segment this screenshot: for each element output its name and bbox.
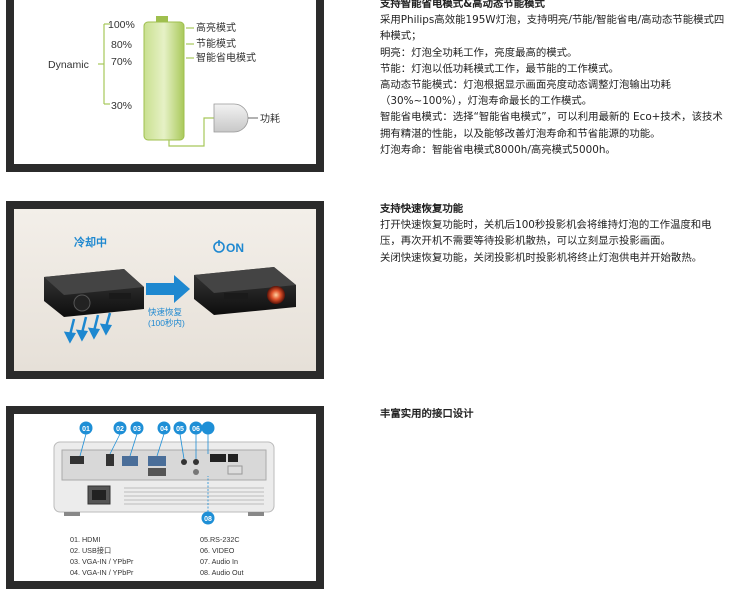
section3-text: 丰富实用的接口设计 [380,406,725,422]
mode-eco-label: 节能模式 [196,37,236,50]
mode-smart-label: 智能省电模式 [196,51,256,64]
quick-resume-figure: 冷却中 ON 快速恢复 (100秒内) [44,235,296,344]
port-item: 06. VIDEO [200,546,235,555]
badge-04: 04 [160,426,168,433]
badge-05-icon [173,421,187,435]
power-label: 功耗 [260,113,280,125]
panel-quick-resume: 冷却中 ON 快速恢复 (100秒内) [6,201,324,379]
badge-08: 08 [204,516,212,523]
lamp-icon [213,103,249,133]
panel-power-modes: 100% 80% 70% 30% Dynamic 高亮模式 节能模式 智能省电模… [6,0,324,172]
section2-line: 关闭快速恢复功能，关闭投影机时投影机将终止灯泡供电并开始散热。 [380,251,703,264]
badge-04-icon [157,421,171,435]
port-badges: 01 02 03 04 05 06 08 [79,421,215,525]
badge-leaders [79,433,209,512]
on-label: ON [226,241,244,255]
panel-interfaces: 01 02 03 04 05 06 08 [6,406,324,589]
interfaces-figure: 01 02 03 04 05 06 08 [53,421,275,577]
mode-bright-label: 高亮模式 [196,21,236,34]
badge-08-icon [201,511,215,525]
badge-02-icon [113,421,127,435]
battery-cap [156,16,168,22]
port-item: 04. VGA-IN / YPbPr [70,568,134,577]
badge-06-icon [189,421,203,435]
port-item: 07. Audio In [200,557,238,566]
badge-01: 01 [82,426,90,433]
resume-label-2: (100秒内) [148,318,185,328]
battery-icon [143,21,185,141]
badge-03: 03 [133,426,141,433]
port-item: 08. Audio Out [200,568,244,577]
cooling-label: 冷却中 [74,235,107,249]
level-bracket [98,23,214,147]
section1-line: 采用Philips高效能195W灯泡，支持明亮/节能/智能省电/高动态节能模式四… [380,14,725,43]
section1-line: 节能：灯泡以低功耗模式工作，最节能的工作模式。 [380,62,619,75]
badge-02: 02 [116,426,124,433]
level-30: 30% [111,100,132,112]
section3-title: 丰富实用的接口设计 [380,408,474,420]
section1-line: 高动态节能模式：灯泡根据显示画面亮度动态调整灯泡输出功耗（30%~100%），灯… [380,79,671,108]
port-item: 05.RS-232C [200,535,240,544]
badge-07-icon [201,421,215,435]
level-80: 80% [111,39,132,51]
port-item: 02. USB接口 [70,546,111,555]
panel-quick-resume-inner: 冷却中 ON 快速恢复 (100秒内) [14,209,316,371]
dynamic-label: Dynamic [48,59,89,71]
badge-03-icon [130,421,144,435]
section2-line: 打开快速恢复功能时，关机后100秒投影机会将维持灯泡的工作温度和电压，再次开机不… [380,219,712,248]
cooling-arrows-icon [63,312,113,344]
panel-power-modes-inner: 100% 80% 70% 30% Dynamic 高亮模式 节能模式 智能省电模… [14,0,316,164]
section1-line: 明亮：灯泡全功耗工作，亮度最高的模式。 [380,46,578,59]
resume-label-1: 快速恢复 [148,307,183,317]
section2-text: 支持快速恢复功能 打开快速恢复功能时，关机后100秒投影机会将维持灯泡的工作温度… [380,201,725,266]
level-100: 100% [108,19,135,31]
power-on-icon [213,240,225,253]
resume-arrow-icon [146,275,190,303]
projector-on-image [194,267,296,315]
projector-rear-image [53,441,275,516]
power-mode-figure: 100% 80% 70% 30% Dynamic 高亮模式 节能模式 智能省电模… [48,16,280,147]
section2-title: 支持快速恢复功能 [380,203,464,215]
badge-05: 05 [176,426,184,433]
badge-06: 06 [192,426,200,433]
port-item: 01. HDMI [70,535,100,544]
section1-line: 灯泡寿命：智能省电模式8000h/高亮模式5000h。 [380,143,616,156]
panel-interfaces-inner: 01 02 03 04 05 06 08 [14,414,316,581]
port-item: 03. VGA-IN / YPbPr [70,557,134,566]
section1-line: 智能省电模式：选择“智能省电模式”，可以利用最新的 Eco+技术，该技术拥有精湛… [380,111,723,140]
badge-01-icon [79,421,93,435]
level-70: 70% [111,56,132,68]
section1-text: 支持智能省电模式&高动态节能模式 采用Philips高效能195W灯泡，支持明亮… [380,0,725,158]
projector-cooling-image [44,269,144,317]
section1-title: 支持智能省电模式&高动态节能模式 [380,0,545,10]
